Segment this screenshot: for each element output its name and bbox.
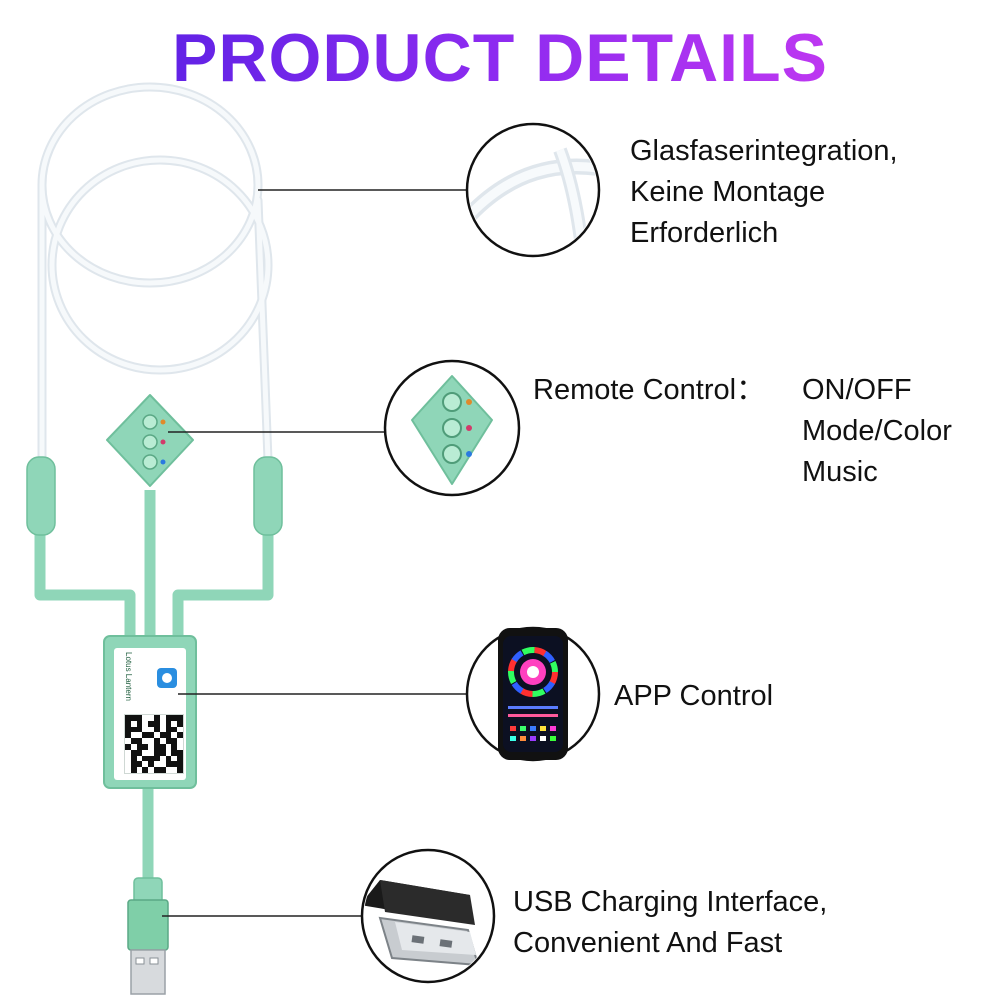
controller-brand-label: Lotus Lantern <box>124 652 133 701</box>
remote-option: Mode/Color <box>802 415 952 447</box>
remote-button-icon <box>442 444 462 464</box>
feature-app-line: APP Control <box>614 680 774 712</box>
feature-usb-text: USB Charging Interface, Convenient And F… <box>513 882 827 964</box>
remote-option: ON/OFF <box>802 374 912 406</box>
remote-detail-circle <box>383 359 521 497</box>
qr-code-icon <box>124 714 184 774</box>
usb-plug <box>127 877 169 995</box>
remote-button-icon <box>442 418 462 438</box>
feature-app-text: APP Control <box>614 676 773 717</box>
feature-remote-label: Remote Control： <box>533 374 766 406</box>
usb-plug-icon <box>364 880 480 967</box>
feature-usb-line: Convenient And Fast <box>513 927 783 959</box>
fiber-optic-cable <box>37 82 273 465</box>
callout-lines <box>162 189 468 917</box>
usb-detail-circle <box>360 848 496 984</box>
app-color-wheel-icon <box>508 647 558 697</box>
fiber-detail-circle <box>465 122 601 258</box>
page-title: PRODUCT DETAILS <box>0 18 1000 98</box>
remote-control <box>106 394 194 487</box>
app-detail-circle <box>465 626 601 762</box>
feature-usb-line: USB Charging Interface, <box>513 886 828 918</box>
remote-button-icon <box>442 392 462 412</box>
feature-remote-options: ON/OFF Mode/Color Music <box>802 370 952 493</box>
remote-option: Music <box>802 456 878 488</box>
feature-fiber-line: Glasfaserintegration, <box>630 135 898 167</box>
green-cable-harness <box>34 490 274 880</box>
feature-fiber-line: Erforderlich <box>630 217 779 249</box>
cable-connectors <box>26 456 283 536</box>
feature-fiber-line: Keine Montage <box>630 176 826 208</box>
feature-fiber-text: Glasfaserintegration, Keine Montage Erfo… <box>630 131 898 254</box>
